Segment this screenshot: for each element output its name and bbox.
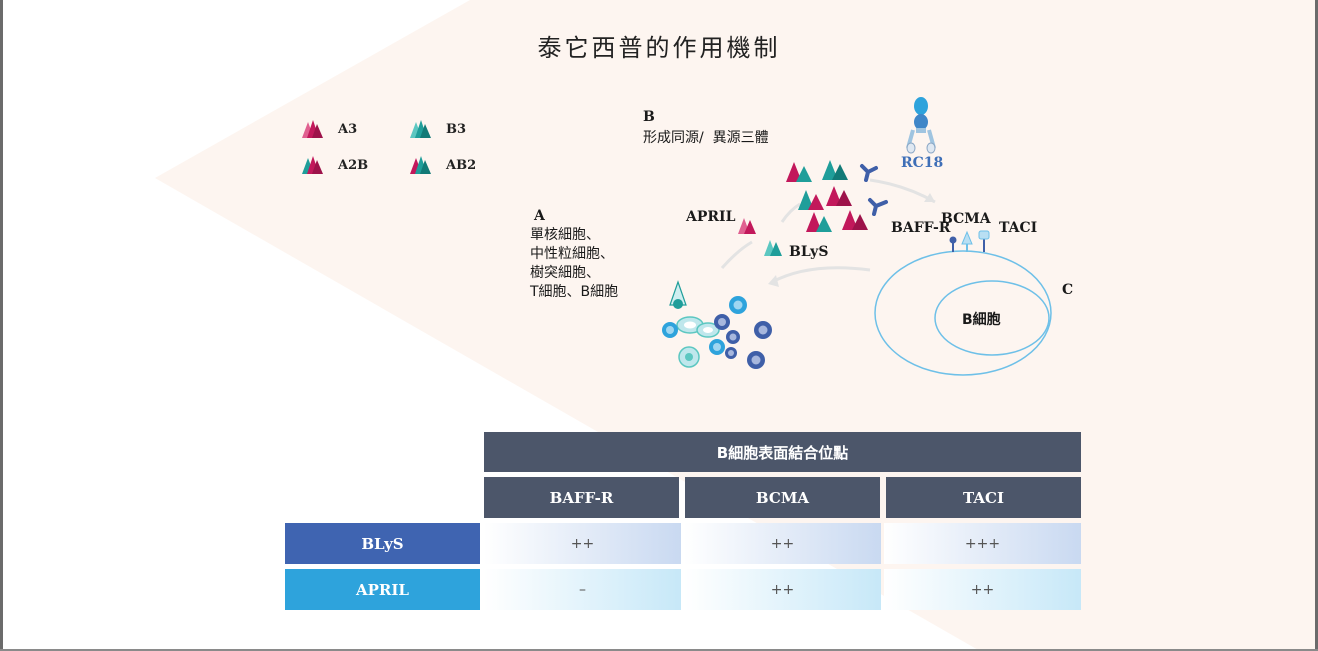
table-title: B細胞表面結合位點 — [484, 432, 1081, 472]
blys-trimer-icon — [764, 240, 782, 256]
label-b-letter: B — [643, 109, 655, 125]
arrow-3 — [869, 178, 936, 204]
legend-label: AB2 — [446, 157, 477, 173]
label-rc18: RC18 — [901, 155, 944, 171]
label-a-line: T細胞、B細胞 — [530, 284, 619, 300]
window-frame-bottom — [0, 649, 1318, 651]
arrow-1 — [720, 240, 753, 269]
table-row-label-blys: BLyS — [285, 523, 480, 564]
legend-item-ab2: AB2 — [408, 154, 476, 176]
trimer-a3-icon — [302, 120, 323, 138]
label-bcma: BCMA — [941, 211, 991, 227]
trimer-a2b-icon — [302, 156, 323, 174]
table-cell: ++ — [484, 523, 681, 564]
legend-item-b3: B3 — [408, 118, 466, 140]
legend-item-a2b: A2B — [300, 154, 368, 176]
table-cell: ++ — [684, 569, 881, 610]
label-a-letter: A — [534, 208, 545, 224]
bcma-receptor-icon — [961, 230, 973, 252]
table-cell: +++ — [884, 523, 1081, 564]
trimer-ab2-icon — [410, 156, 431, 174]
label-a-cells: 單核細胞、 中性粒細胞、 樹突細胞、 T細胞、B細胞 — [530, 226, 618, 302]
table-row-label-april: APRIL — [285, 569, 480, 610]
legend-label: A2B — [338, 157, 369, 173]
immune-cells-icon — [662, 280, 772, 369]
baff-r-receptor-icon — [949, 236, 957, 252]
legend-item-a3: A3 — [300, 118, 357, 140]
table-header-taci: TACI — [886, 477, 1081, 518]
window-frame-left — [0, 0, 3, 651]
label-a-line: 單核細胞、 — [530, 227, 600, 243]
legend-label: A3 — [338, 121, 358, 137]
b-cell-nucleus — [934, 280, 1050, 356]
b-cell-membrane — [874, 250, 1052, 376]
label-a-line: 樹突細胞、 — [530, 265, 600, 281]
arrow-4 — [771, 266, 871, 284]
april-trimer-icon — [738, 218, 756, 234]
table-header-bcma: BCMA — [685, 477, 880, 518]
arrow-3-head — [924, 193, 935, 202]
table-header-baff-r: BAFF-R — [484, 477, 679, 518]
label-c-letter: C — [1062, 282, 1074, 298]
label-baff-r: BAFF-R — [891, 220, 951, 236]
trimer-cluster-icon — [786, 160, 868, 232]
window-frame-right — [1315, 0, 1318, 651]
antibody-y-icon — [860, 164, 888, 216]
page-title: 泰它西普的作用機制 — [537, 34, 781, 62]
rc18-fusion-protein-icon — [906, 97, 936, 154]
table-cell: ++ — [884, 569, 1081, 610]
table-cell: – — [484, 569, 681, 610]
label-b-text: 形成同源/ 異源三體 — [643, 130, 769, 146]
trimer-b3-icon — [410, 120, 431, 138]
label-blys: BLyS — [789, 244, 829, 260]
arrow-2 — [780, 202, 801, 223]
label-a-line: 中性粒細胞、 — [530, 246, 614, 262]
label-april: APRIL — [686, 209, 736, 225]
taci-receptor-icon — [978, 230, 990, 252]
arrow-4-head — [768, 275, 779, 287]
label-b-cell: B細胞 — [962, 312, 1001, 328]
legend-label: B3 — [446, 121, 467, 137]
table-cell: ++ — [684, 523, 881, 564]
label-taci: TACI — [999, 220, 1038, 236]
